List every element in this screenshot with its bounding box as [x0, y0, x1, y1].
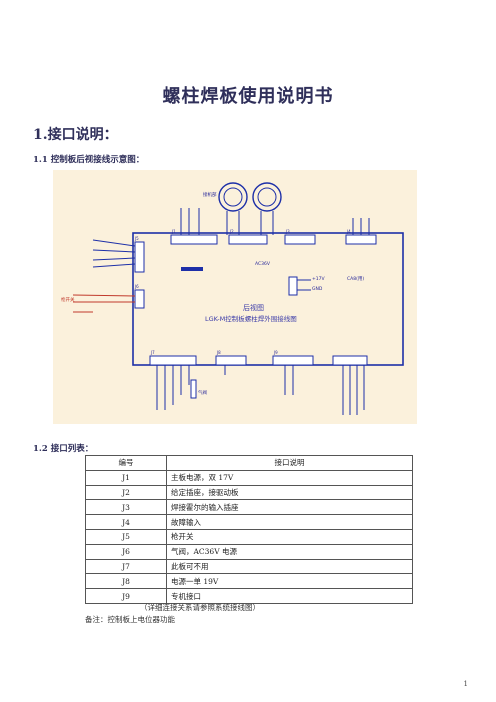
table-cell-description: 电源一单 19V: [166, 573, 413, 590]
table-cell-description: 焊接霍尔的输入插座: [166, 499, 413, 516]
table-cell-description: 气阀，AC36V 电源: [166, 543, 413, 560]
table-cell-description: 给定插座，接驱动板: [166, 484, 413, 501]
table-header-row: 编号 接口说明: [85, 455, 413, 471]
subsection-heading-table: 1.2 接口列表：: [33, 444, 94, 454]
page-number: 1: [463, 680, 468, 688]
table-cell-code: J7: [85, 558, 167, 575]
connector-label-j7: J7: [151, 350, 155, 355]
table-cell-description: 主板电源，双 17V: [166, 469, 413, 486]
table-cell-code: J1: [85, 469, 167, 486]
diagram-center-title: LGK-M控制板螺柱焊外围接线图: [205, 315, 297, 323]
connector-label-j8: J8: [217, 350, 221, 355]
wiring-diagram-drawing: [72, 182, 404, 415]
connector-label-j2: J2: [230, 229, 234, 234]
connector-label-j5: J5: [135, 236, 139, 241]
diagram-label-ac36v: AC36V: [255, 262, 270, 267]
diagram-label-jieji: 接机部: [203, 193, 217, 198]
table-cell-code: J2: [85, 484, 167, 501]
table-cell-description: 故障输入: [166, 514, 413, 530]
connector-label-j1: J1: [172, 229, 176, 234]
table-cell-description: 此板可不用: [166, 558, 413, 575]
diagram-label-17v: +17V: [312, 277, 325, 282]
diagram-label-air-valve: 气阀: [198, 391, 207, 396]
wiring-diagram: 后视图 LGK-M控制板螺柱焊外围接线图 J1 J2 J3 J4 J5 J6 J…: [53, 170, 417, 424]
table-cell-code: J6: [85, 543, 167, 560]
diagram-label-gun-switch: 枪开关: [61, 298, 75, 303]
table-cell-code: J3: [85, 499, 167, 516]
remark-note: 备注：控制板上电位器功能: [85, 615, 175, 624]
table-cell-code: J4: [85, 514, 167, 530]
subsection-heading-diagram: 1.1 控制板后视接线示意图：: [33, 155, 145, 165]
connector-label-j9: J9: [274, 350, 278, 355]
diagram-center-label: 后视图: [243, 304, 264, 312]
document-title: 螺柱焊板使用说明书: [162, 86, 334, 107]
connector-label-j3: J3: [286, 229, 290, 234]
table-header-description: 接口说明: [166, 455, 413, 471]
connector-label-j6: J6: [135, 284, 139, 289]
diagram-label-gnd: GND: [312, 287, 323, 292]
table-cell-description: 枪开关: [166, 528, 413, 545]
table-cell-code: J8: [85, 573, 167, 590]
table-header-code: 编号: [85, 455, 167, 471]
table-caption: （详细连接关系请参照系统接线图）: [140, 603, 260, 612]
table-cell-code: J5: [85, 528, 167, 545]
table-cell-description: 专机接口: [166, 588, 413, 604]
section-heading-interface: 1.接口说明：: [33, 127, 118, 143]
diagram-label-ca8: CA8(用): [347, 277, 365, 282]
connector-label-j4: J4: [347, 229, 351, 234]
